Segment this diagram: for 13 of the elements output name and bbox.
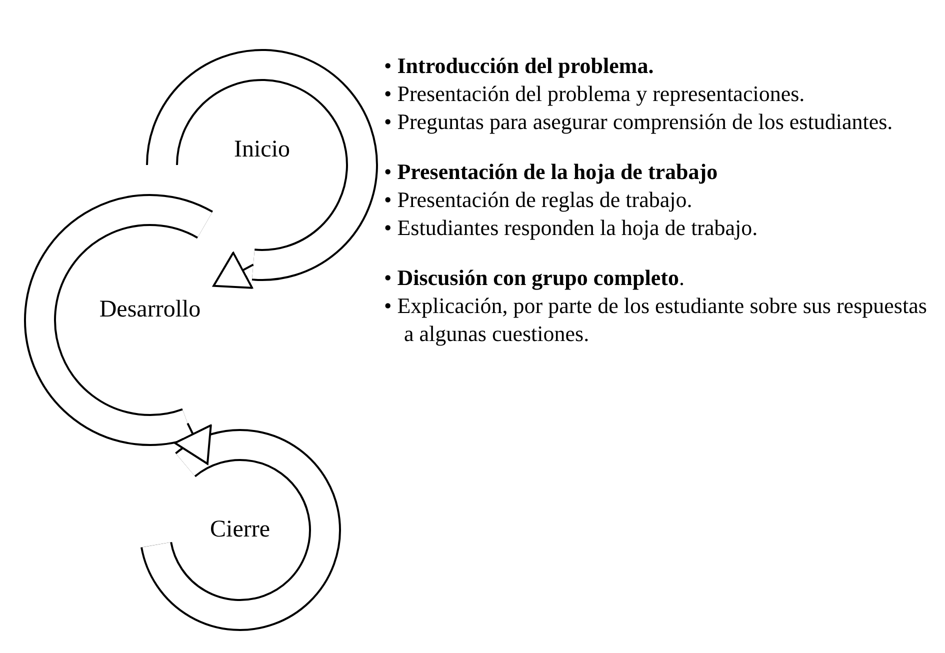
arrow <box>174 422 212 465</box>
stage-label: Cierre <box>210 516 270 544</box>
bullet-item: • Presentación de reglas de trabajo. <box>384 186 694 214</box>
bullet-item: • Explicación, por parte de los estudiante sobre sus respuestas a algunas cuestiones. <box>384 292 928 348</box>
stage-label: Inicio <box>234 136 290 164</box>
bullet-item: • Presentación de la hoja de trabajo <box>384 158 719 186</box>
stage-label: Desarrollo <box>99 296 201 324</box>
arrow <box>212 252 254 289</box>
bullet-item: • Discusión con grupo completo. <box>384 264 686 292</box>
bullet-item: • Introducción del problema. <box>384 52 655 80</box>
bullet-item: • Preguntas para asegurar comprensión de los estudiantes. <box>384 108 894 136</box>
bullet-item: • Presentación del problema y representaciones. <box>384 80 806 108</box>
bullet-item: • Estudiantes responden la hoja de trabajo. <box>384 214 759 242</box>
